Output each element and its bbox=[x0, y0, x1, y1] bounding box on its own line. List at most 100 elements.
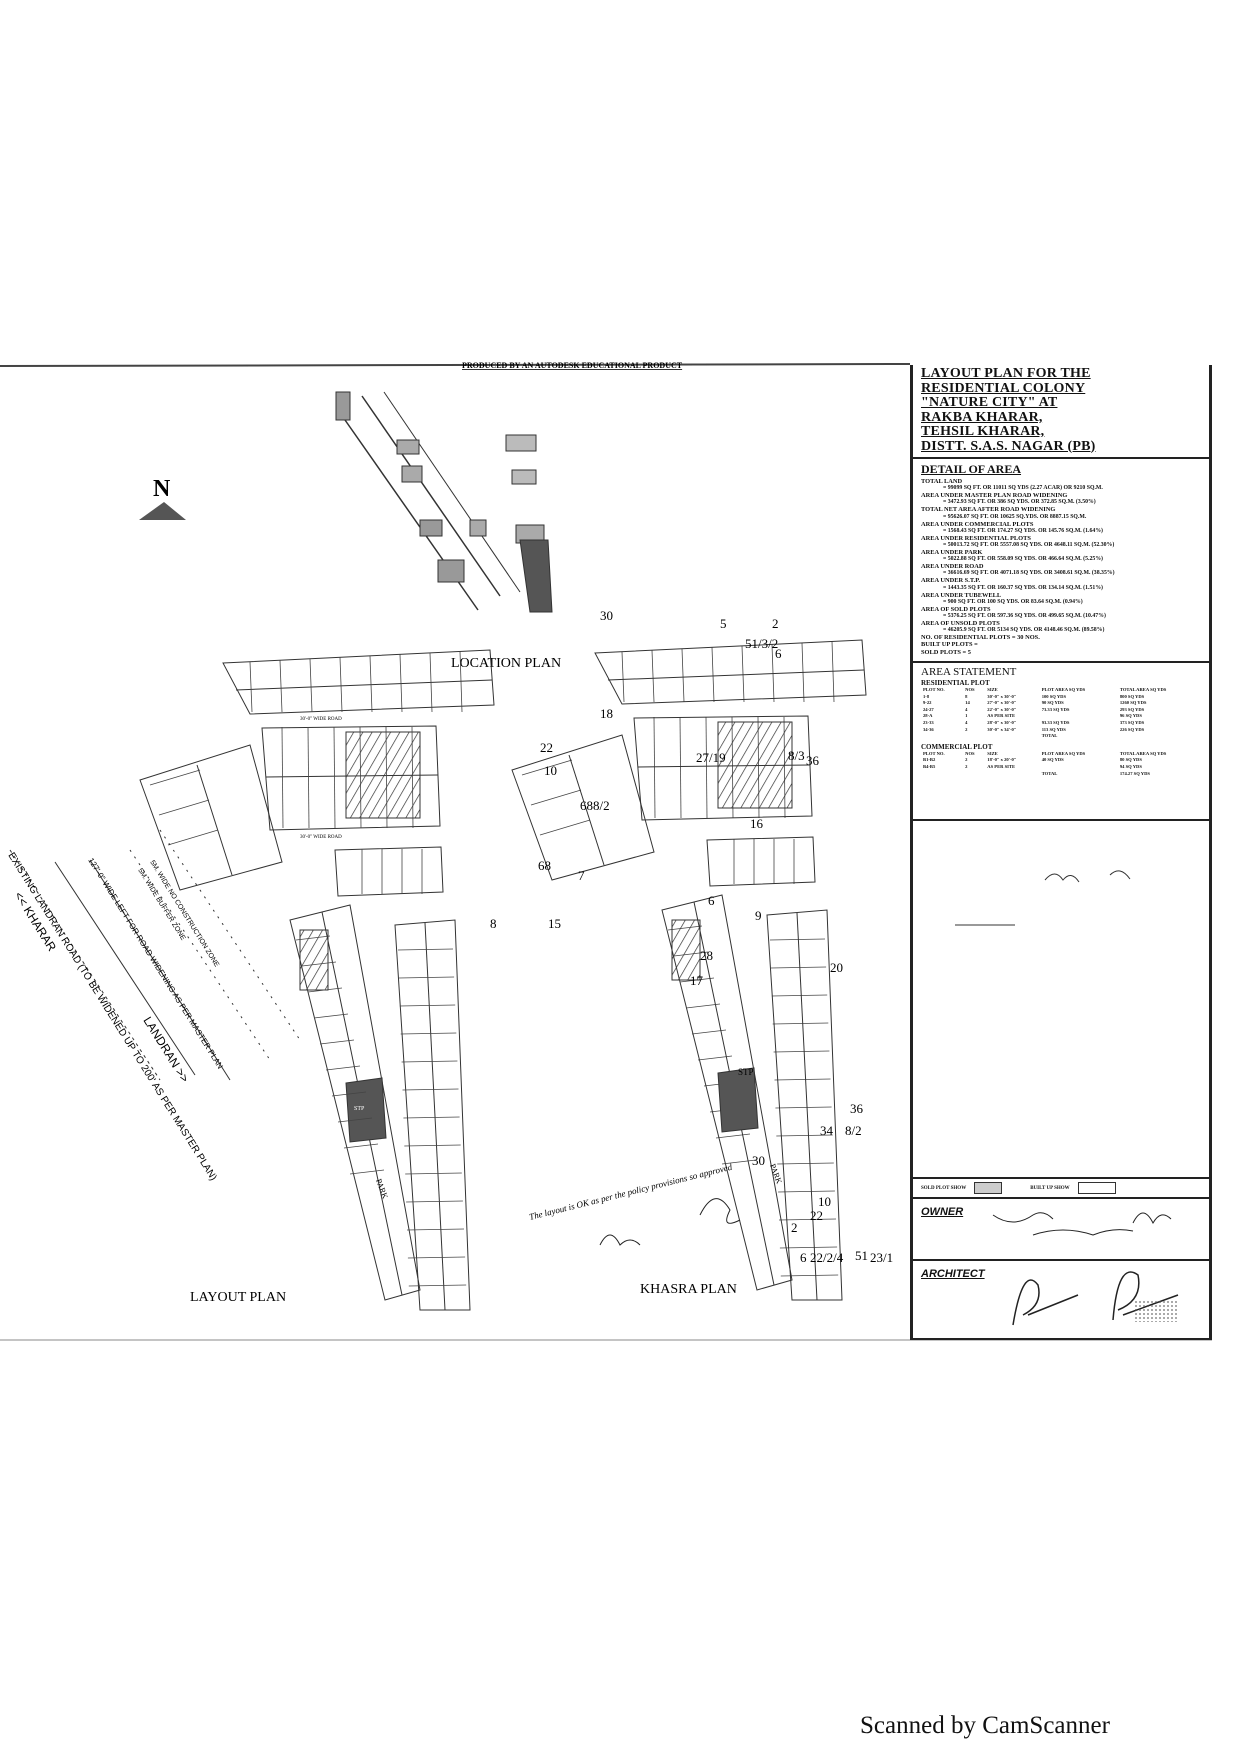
plot-boundary bbox=[777, 1162, 834, 1165]
north-arrow: N bbox=[139, 476, 186, 520]
area-detail-value: = 5022.88 SQ FT. OR 558.09 SQ YDS. OR 46… bbox=[943, 556, 1103, 563]
table-cell: 14 bbox=[965, 700, 970, 706]
plot-boundary bbox=[404, 1144, 461, 1147]
area-detail-label: AREA UNDER RESIDENTIAL PLOTS bbox=[921, 534, 1031, 542]
plot-boundary bbox=[307, 726, 310, 829]
table-cell: 174.27 SQ YDS bbox=[1119, 770, 1150, 776]
khasra-number: 10 bbox=[818, 1194, 831, 1209]
legend-sold-label: SOLD PLOT SHOW bbox=[921, 1185, 967, 1191]
table-cell bbox=[921, 771, 963, 778]
camscanner-watermark: Scanned by CamScanner bbox=[860, 1712, 1110, 1739]
area-detail-value: = 900 SQ FT. OR 100 SQ YDS. OR 83.64 SQ.… bbox=[943, 598, 1083, 605]
column-header: TOTAL AREA SQ YDS bbox=[1119, 687, 1167, 692]
table-cell: 9-22 bbox=[923, 700, 932, 706]
area-detail-value: = 36616.69 SQ FT. OR 4071.18 SQ YDS. OR … bbox=[943, 570, 1115, 577]
table-cell bbox=[1040, 764, 1118, 771]
khasra-number: 22/2/4 bbox=[810, 1250, 844, 1265]
khasra-stp-label: STP bbox=[738, 1067, 754, 1077]
summary-line: SOLD PLOTS = 5 bbox=[921, 648, 971, 656]
area-detail-value: = 99099 SQ FT. OR 11011 SQ YDS (2.27 ACA… bbox=[943, 485, 1103, 492]
area-detail-label: AREA UNDER ROAD bbox=[921, 563, 984, 571]
area-detail-label: AREA OF SOLD PLOTS bbox=[921, 605, 991, 613]
column-header: PLOT NO. bbox=[923, 750, 945, 756]
area-detail-label: AREA UNDER MASTER PLAN ROAD WIDENING bbox=[921, 492, 1068, 500]
frame-top bbox=[0, 363, 911, 367]
khasra-number: 8/2 bbox=[845, 1123, 862, 1138]
plot-boundary bbox=[778, 1190, 835, 1193]
plot-boundary bbox=[405, 1172, 462, 1175]
plot-boundary bbox=[349, 1169, 385, 1175]
plot-boundary bbox=[403, 1116, 460, 1119]
plot-boundary bbox=[398, 976, 455, 979]
stamp-initials bbox=[1044, 870, 1131, 883]
khasra-number: 23/1 bbox=[870, 1250, 893, 1265]
khasra-number: 688/2 bbox=[580, 798, 610, 813]
plot-boundary bbox=[831, 641, 835, 703]
plot-boundary bbox=[399, 654, 403, 713]
table-cell: 28'-0" x 30'-0" bbox=[987, 719, 1017, 725]
owner-label: OWNER bbox=[921, 1206, 964, 1218]
table-cell: 1 bbox=[965, 713, 968, 719]
plot-boundary bbox=[621, 651, 625, 703]
table-cell: 94 SQ YDS bbox=[1119, 763, 1142, 769]
plot-boundary bbox=[319, 1039, 355, 1045]
khasra-number: 27/19 bbox=[696, 750, 726, 765]
plot-boundary bbox=[301, 961, 337, 967]
stp-label: STP bbox=[354, 1106, 365, 1112]
khasra-number: 8/3 bbox=[788, 748, 805, 763]
khasra-park-label: PARK bbox=[768, 1163, 784, 1186]
plot-boundary bbox=[167, 829, 219, 846]
title-section: LAYOUT PLAN FOR THE RESIDENTIAL COLONY "… bbox=[913, 365, 1209, 459]
table-cell bbox=[963, 733, 985, 740]
khasra-plan bbox=[511, 639, 867, 1301]
column-header: SIZE bbox=[987, 750, 998, 756]
table-cell: 30'-0" x 30'-0" bbox=[987, 693, 1017, 699]
khasra-number: 9 bbox=[755, 908, 762, 923]
plot-boundary bbox=[711, 647, 715, 703]
column-header: TOTAL AREA SQ YDS bbox=[1119, 750, 1167, 756]
plot-boundary bbox=[521, 759, 573, 776]
plot-boundary bbox=[769, 938, 826, 941]
plot-boundary bbox=[406, 1200, 463, 1203]
architect-label: ARCHITECT bbox=[921, 1268, 985, 1280]
table-cell: 226 SQ YDS bbox=[1119, 726, 1145, 732]
plot-boundary bbox=[459, 651, 463, 713]
plot-boundary bbox=[653, 716, 656, 819]
khasra-number: 7 bbox=[578, 868, 585, 883]
detail-of-area: DETAIL OF AREA TOTAL LAND= 99099 SQ FT. … bbox=[913, 459, 1209, 663]
plot-boundary bbox=[309, 658, 313, 713]
plot-boundary bbox=[776, 1134, 833, 1137]
location-plan-label: LOCATION PLAN bbox=[451, 656, 561, 671]
khasra-number: 36 bbox=[850, 1101, 864, 1116]
khasra-number: 68 bbox=[538, 858, 551, 873]
plot-boundary bbox=[705, 716, 708, 819]
area-statement: AREA STATEMENT RESIDENTIAL PLOT PLOT NO.… bbox=[913, 663, 1209, 821]
title-line: RAKBA KHARAR, bbox=[921, 409, 1043, 425]
table-cell: B1-B2 bbox=[923, 757, 936, 763]
plot-boundary bbox=[774, 1078, 831, 1081]
plot-boundary bbox=[685, 1003, 721, 1009]
residential-heading: RESIDENTIAL PLOT bbox=[921, 679, 990, 687]
column-header: PLOT AREA SQ YDS bbox=[1041, 687, 1086, 692]
table-cell: 30'-0" x 34'-0" bbox=[987, 726, 1017, 732]
plot-boundary bbox=[691, 1029, 727, 1035]
table-cell: 34-36 bbox=[923, 726, 934, 732]
khasra-number: 22 bbox=[810, 1208, 823, 1223]
table-cell bbox=[1040, 713, 1118, 720]
plot-boundary bbox=[429, 652, 433, 713]
plot-boundary bbox=[715, 1133, 751, 1139]
layout-plan-label: LAYOUT PLAN bbox=[190, 1290, 286, 1305]
table-cell: 293 SQ YDS bbox=[1119, 706, 1145, 712]
approval-signature bbox=[599, 1234, 641, 1246]
table-cell: 24-27 bbox=[923, 706, 934, 712]
table-cell: 96 SQ YDS bbox=[1119, 713, 1142, 719]
plot-boundary bbox=[337, 1117, 373, 1123]
